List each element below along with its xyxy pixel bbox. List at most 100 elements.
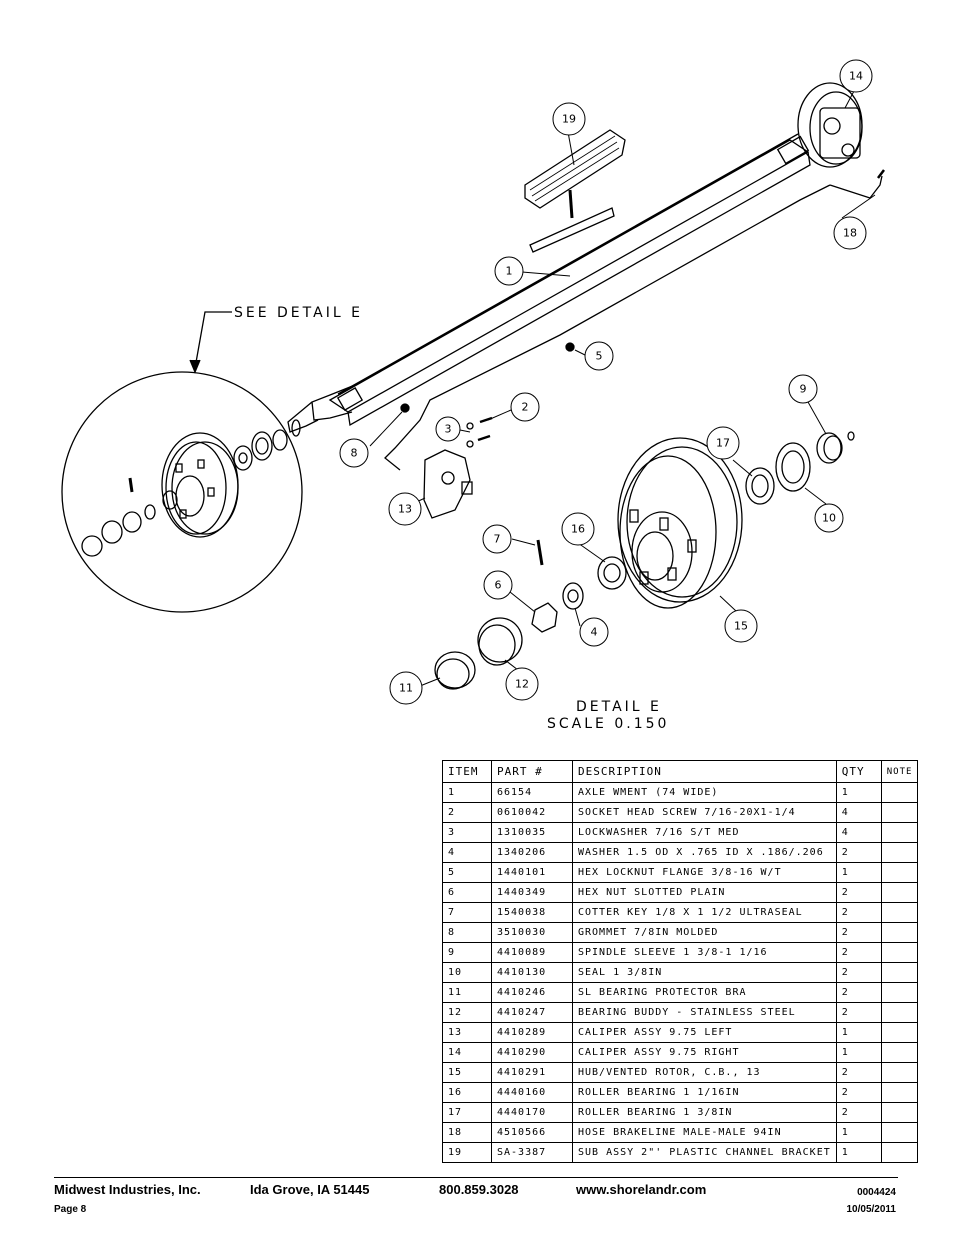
callout-label-18: 18 xyxy=(843,227,857,240)
cell-note xyxy=(880,902,919,923)
cell-note xyxy=(880,822,919,843)
callout-11 xyxy=(389,671,423,705)
cell-part: 4410130 xyxy=(491,962,573,983)
cell-qty: 2 xyxy=(835,962,882,983)
cell-item: 3 xyxy=(442,822,492,843)
cell-description: WASHER 1.5 OD X .765 ID X .186/.206 xyxy=(572,842,837,863)
cell-note xyxy=(880,1062,919,1083)
detail-scale: SCALE 0.150 xyxy=(547,716,669,732)
cell-description: ROLLER BEARING 1 3/8IN xyxy=(572,1102,837,1123)
callout-label-5: 5 xyxy=(596,350,603,363)
cell-description: ROLLER BEARING 1 1/16IN xyxy=(572,1082,837,1103)
footer-company: Midwest Industries, Inc. xyxy=(54,1182,201,1197)
axle-tube xyxy=(328,133,810,413)
callout-8 xyxy=(339,438,369,468)
cell-qty: 1 xyxy=(835,862,882,883)
callout-label-3: 3 xyxy=(445,423,452,436)
cell-note xyxy=(880,862,919,883)
callout-17 xyxy=(706,426,740,460)
cell-item: 19 xyxy=(442,1142,492,1163)
detail-e-circle xyxy=(61,371,303,613)
cell-note xyxy=(880,782,919,803)
cell-part: 4410290 xyxy=(491,1042,573,1063)
cell-qty: 2 xyxy=(835,942,882,963)
callout-label-17: 17 xyxy=(716,437,730,450)
callout-label-14: 14 xyxy=(849,70,863,83)
cell-description: HEX LOCKNUT FLANGE 3/8-16 W/T xyxy=(572,862,837,883)
cell-note xyxy=(880,922,919,943)
cell-note xyxy=(880,802,919,823)
cell-description: LOCKWASHER 7/16 S/T MED xyxy=(572,822,837,843)
cell-part: 1340206 xyxy=(491,842,573,863)
cell-item: 8 xyxy=(442,922,492,943)
cell-note xyxy=(880,1002,919,1023)
cell-description: SOCKET HEAD SCREW 7/16-20X1-1/4 xyxy=(572,802,837,823)
callout-label-15: 15 xyxy=(734,620,748,633)
cell-note xyxy=(880,1122,919,1143)
callout-1 xyxy=(494,256,524,286)
cell-item: 13 xyxy=(442,1022,492,1043)
callout-4 xyxy=(579,617,609,647)
callout-label-11: 11 xyxy=(399,682,413,695)
cell-description: AXLE WMENT (74 WIDE) xyxy=(572,782,837,803)
cell-part: SA-3387 xyxy=(491,1142,573,1163)
callout-label-8: 8 xyxy=(351,447,358,460)
exploded-axle-diagram: 1 2 3 4 5 6 7 8 9 10 11 12 13 14 15 16 1… xyxy=(61,59,885,732)
footer-divider xyxy=(54,1177,898,1178)
footer-doc-number: 0004424 xyxy=(857,1187,896,1198)
cell-qty: 2 xyxy=(835,1002,882,1023)
cell-part: 1440101 xyxy=(491,862,573,883)
cell-part: 3510030 xyxy=(491,922,573,943)
cell-part: 4410291 xyxy=(491,1062,573,1083)
cell-part: 4410246 xyxy=(491,982,573,1003)
cell-part: 1440349 xyxy=(491,882,573,903)
callout-label-9: 9 xyxy=(800,383,807,396)
cell-item: 1 xyxy=(442,782,492,803)
cell-qty: 1 xyxy=(835,1022,882,1043)
callout-15 xyxy=(724,609,758,643)
cell-note xyxy=(880,942,919,963)
table-header-row: ITEM PART # DESCRIPTION QTY NOTE xyxy=(442,760,919,783)
callout-label-2: 2 xyxy=(522,401,529,414)
cell-description: SPINDLE SLEEVE 1 3/8-1 1/16 xyxy=(572,942,837,963)
cell-item: 17 xyxy=(442,1102,492,1123)
cell-part: 4410247 xyxy=(491,1002,573,1023)
cell-note xyxy=(880,1022,919,1043)
cell-note xyxy=(880,842,919,863)
cell-description: HEX NUT SLOTTED PLAIN xyxy=(572,882,837,903)
cell-description: GROMMET 7/8IN MOLDED xyxy=(572,922,837,943)
cell-description: CALIPER ASSY 9.75 RIGHT xyxy=(572,1042,837,1063)
cell-qty: 1 xyxy=(835,1142,882,1163)
brake-line xyxy=(384,175,883,471)
callout-7 xyxy=(482,524,512,554)
cell-part: 1540038 xyxy=(491,902,573,923)
cell-item: 2 xyxy=(442,802,492,823)
cell-qty: 2 xyxy=(835,1082,882,1103)
cell-qty: 1 xyxy=(835,1042,882,1063)
callout-3 xyxy=(435,416,461,442)
cell-item: 11 xyxy=(442,982,492,1003)
cell-part: 1310035 xyxy=(491,822,573,843)
cell-item: 4 xyxy=(442,842,492,863)
cell-item: 10 xyxy=(442,962,492,983)
callout-5 xyxy=(584,341,614,371)
cell-qty: 2 xyxy=(835,1102,882,1123)
cell-description: SL BEARING PROTECTOR BRA xyxy=(572,982,837,1003)
cell-qty: 1 xyxy=(835,1122,882,1143)
cell-qty: 1 xyxy=(835,782,882,803)
callout-2 xyxy=(510,392,540,422)
callout-9 xyxy=(788,374,818,404)
callout-18 xyxy=(833,216,867,250)
cell-description: BEARING BUDDY - STAINLESS STEEL xyxy=(572,1002,837,1023)
